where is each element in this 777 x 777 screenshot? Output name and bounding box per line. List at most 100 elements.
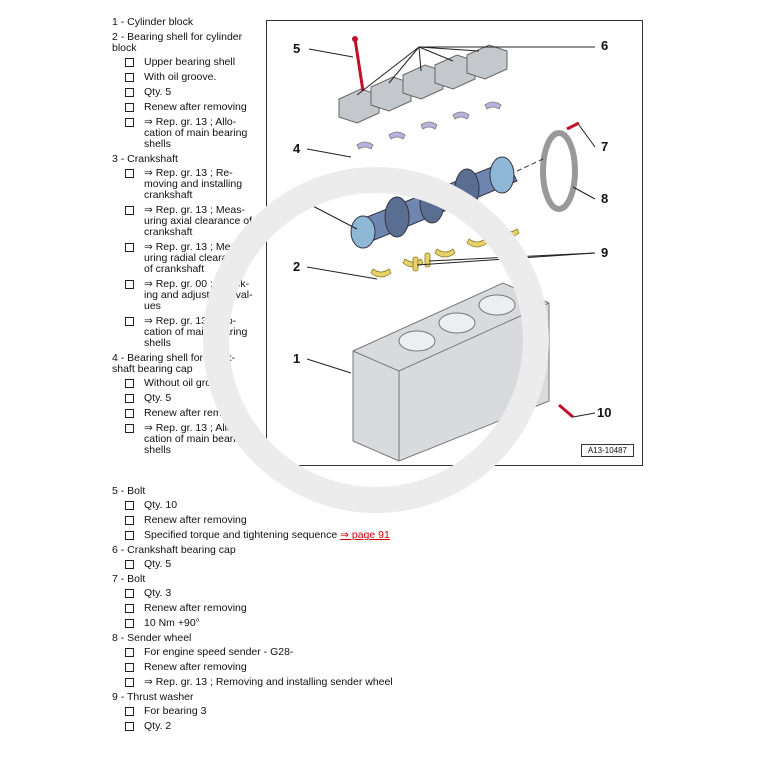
page-link[interactable]: ⇒ page 91	[340, 529, 390, 541]
list-item-text: Qty. 5	[144, 392, 172, 404]
list-item: Specified torque and tightening sequence…	[112, 530, 532, 541]
list-item-text: Qty. 10	[144, 499, 178, 511]
list-item: ⇒ Rep. gr. 13 ; Allo- cation of main bea…	[112, 316, 272, 349]
list-item-text: Without oil groove.	[144, 377, 231, 389]
list-item-text: Upper bearing shell	[144, 56, 236, 68]
list-item-text: Qty. 3	[144, 587, 172, 599]
callout-3: 3	[293, 195, 301, 210]
list-item: Renew after removing	[112, 662, 532, 673]
checkbox-bullet-icon	[125, 243, 134, 252]
list-item-text: Specified torque and tightening sequence	[144, 529, 341, 541]
list-item-text: Renew after removing	[144, 407, 247, 419]
list-item: ⇒ Rep. gr. 13 ; Allo- cation of main bea…	[112, 117, 272, 150]
callout-4: 4	[293, 141, 301, 156]
list-item: Without oil groove.	[112, 378, 272, 389]
parts-list-left: 1 - Cylinder block 2 - Bearing shell for …	[112, 17, 272, 460]
checkbox-bullet-icon	[125, 663, 134, 672]
section: 4 - Bearing shell for crank- shaft beari…	[112, 353, 272, 456]
callout-10: 10	[597, 405, 612, 420]
section-title: 2 - Bearing shell for cylinder block	[112, 31, 243, 54]
exploded-view-figure: 5 6 4 7 3 8 2 9 1 10 A13-10487	[266, 20, 643, 466]
list-item-text: Renew after removing	[144, 602, 247, 614]
list-item: Qty. 5	[112, 559, 532, 570]
list-item: Qty. 10	[112, 500, 532, 511]
list-item: ⇒ Rep. gr. 13 ; Removing and installing …	[112, 677, 532, 688]
checkbox-bullet-icon	[125, 604, 134, 613]
list-item-text: For engine speed sender - G28-	[144, 646, 294, 658]
list-item-text: ⇒ Rep. gr. 13 ; Meas- uring radial clear…	[144, 241, 246, 275]
list-item-text: ⇒ Rep. gr. 13 ; Removing and installing …	[144, 676, 393, 688]
list-item: ⇒ Rep. gr. 13 ; Re- moving and installin…	[112, 168, 272, 201]
callout-7: 7	[601, 139, 609, 154]
checkbox-bullet-icon	[125, 394, 134, 403]
list-item-text: Qty. 5	[144, 86, 172, 98]
list-item: ⇒ Rep. gr. 00 ; Check- ing and adjustmen…	[112, 279, 272, 312]
callout-1: 1	[293, 351, 301, 366]
checkbox-bullet-icon	[125, 589, 134, 598]
list-item-text: Renew after removing	[144, 514, 247, 526]
callout-9: 9	[601, 245, 609, 260]
list-item: Qty. 2	[112, 721, 532, 732]
callout-5: 5	[293, 41, 301, 56]
list-item: Renew after removing	[112, 102, 272, 113]
checkbox-bullet-icon	[125, 409, 134, 418]
checkbox-bullet-icon	[125, 648, 134, 657]
checkbox-bullet-icon	[125, 317, 134, 326]
list-item: ⇒ Rep. gr. 13 ; Meas- uring axial cleara…	[112, 205, 272, 238]
section-title: 7 - Bolt	[112, 573, 146, 585]
section-title: 8 - Sender wheel	[112, 632, 192, 644]
section-title: 3 - Crankshaft	[112, 153, 178, 165]
checkbox-bullet-icon	[125, 379, 134, 388]
list-item-text: ⇒ Rep. gr. 00 ; Check- ing and adjustmen…	[144, 278, 253, 312]
list-item: Qty. 5	[112, 393, 272, 404]
list-item: For engine speed sender - G28-	[112, 647, 532, 658]
checkbox-bullet-icon	[125, 73, 134, 82]
checkbox-bullet-icon	[125, 118, 134, 127]
list-item-text: Qty. 5	[144, 558, 172, 570]
checkbox-bullet-icon	[125, 619, 134, 628]
callout-8: 8	[601, 191, 609, 206]
checkbox-bullet-icon	[125, 58, 134, 67]
list-item-text: Renew after removing	[144, 101, 247, 113]
callout-2: 2	[293, 259, 301, 274]
list-item-text: For bearing 3	[144, 705, 207, 717]
checkbox-bullet-icon	[125, 169, 134, 178]
list-item: Qty. 5	[112, 87, 272, 98]
checkbox-bullet-icon	[125, 531, 134, 540]
list-item-text: With oil groove.	[144, 71, 217, 83]
section: 3 - Crankshaft ⇒ Rep. gr. 13 ; Re- moving…	[112, 154, 272, 349]
list-item: Renew after removing	[112, 603, 532, 614]
checkbox-bullet-icon	[125, 103, 134, 112]
list-item: Upper bearing shell	[112, 57, 272, 68]
list-item-text: ⇒ Rep. gr. 13 ; Allo- cation of main bea…	[144, 422, 248, 456]
list-item-text: ⇒ Rep. gr. 13 ; Meas- uring axial cleara…	[144, 204, 252, 238]
checkbox-bullet-icon	[125, 560, 134, 569]
list-item: With oil groove.	[112, 72, 272, 83]
list-item-text: ⇒ Rep. gr. 13 ; Allo- cation of main bea…	[144, 116, 248, 150]
list-item: Qty. 3	[112, 588, 532, 599]
exploded-view-drawing	[306, 36, 596, 462]
list-item: Renew after removing	[112, 515, 532, 526]
checkbox-bullet-icon	[125, 678, 134, 687]
section-title: 1 - Cylinder block	[112, 16, 194, 28]
checkbox-bullet-icon	[125, 424, 134, 433]
section: 1 - Cylinder block	[112, 17, 272, 28]
list-item: ⇒ Rep. gr. 13 ; Allo- cation of main bea…	[112, 423, 272, 456]
list-item: 10 Nm +90°	[112, 618, 532, 629]
list-item-text: ⇒ Rep. gr. 13 ; Allo- cation of main bea…	[144, 315, 248, 349]
checkbox-bullet-icon	[125, 280, 134, 289]
checkbox-bullet-icon	[125, 501, 134, 510]
checkbox-bullet-icon	[125, 206, 134, 215]
figure-id: A13-10487	[580, 444, 634, 457]
section-title: 6 - Crankshaft bearing cap	[112, 544, 236, 556]
list-item: Renew after removing	[112, 408, 272, 419]
list-item-text: Renew after removing	[144, 661, 247, 673]
checkbox-bullet-icon	[125, 516, 134, 525]
section-title: 9 - Thrust washer	[112, 691, 194, 703]
